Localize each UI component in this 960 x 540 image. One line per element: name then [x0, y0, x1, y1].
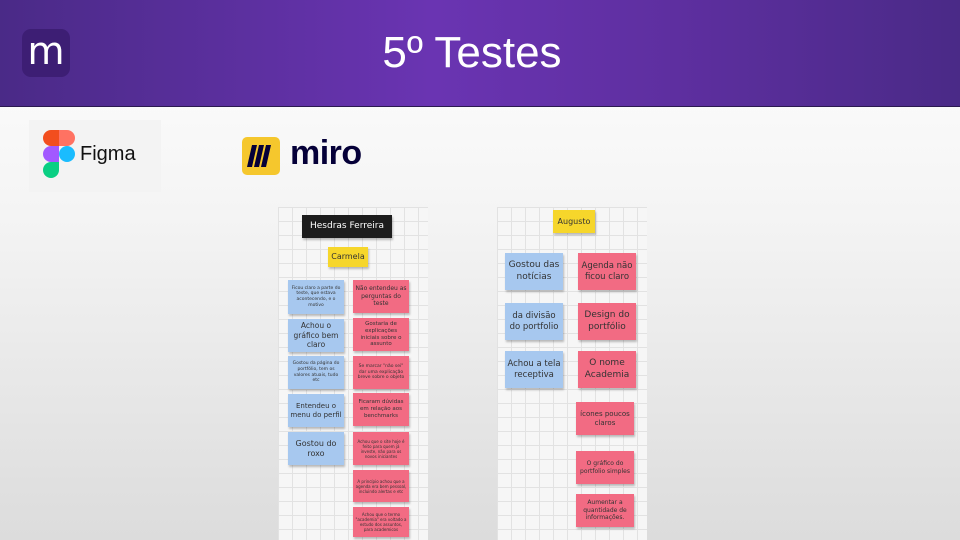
sticky-note-pink[interactable]: Não entendeu as perguntas do teste	[353, 280, 409, 313]
miro-label: miro	[290, 134, 362, 172]
sticky-note-blue[interactable]: da divisão do portfolio	[505, 303, 563, 340]
sticky-note-blue[interactable]: Gostou das notícias	[505, 253, 563, 290]
participant-tag: Augusto	[553, 210, 595, 233]
sticky-note-blue[interactable]: Gostou do roxo	[288, 432, 344, 465]
sticky-note-blue[interactable]: Achou a tela receptiva	[505, 351, 563, 388]
miro-board-hesdras[interactable]: Hesdras Ferreira Carmela Ficou claro a p…	[278, 207, 428, 540]
slide-title: 5º Testes	[382, 28, 562, 77]
miro-board-augusto[interactable]: Augusto Gostou das notícias da divisão d…	[497, 207, 647, 540]
board-title-label: Hesdras Ferreira	[302, 215, 392, 238]
figma-label: Figma	[80, 143, 136, 165]
sticky-note-pink[interactable]: Achou que o termo "academia" era voltado…	[353, 507, 409, 537]
sticky-note-pink[interactable]: Gostaria de explicações iniciais sobre o…	[353, 318, 409, 351]
sticky-note-blue[interactable]: Ficou claro a parte do teste, que estava…	[288, 280, 344, 314]
sticky-note-pink[interactable]: Ficaram dúvidas em relação aos benchmark…	[353, 393, 409, 426]
sticky-note-pink[interactable]: A princípio achou que a agenda era bem p…	[353, 470, 409, 502]
sticky-note-blue[interactable]: Entendeu o menu do perfil	[288, 394, 344, 427]
sticky-note-pink[interactable]: O nome Academia	[578, 351, 636, 388]
figma-icon	[43, 130, 75, 178]
sticky-note-pink[interactable]: Design do portfólio	[578, 303, 636, 340]
slide-header: m 5º Testes	[0, 0, 960, 107]
sticky-note-pink[interactable]: ícones poucos claros	[576, 402, 634, 435]
sticky-note-pink[interactable]: O gráfico do portfolio simples	[576, 451, 634, 484]
sticky-note-blue[interactable]: Achou o gráfico bem claro	[288, 319, 344, 352]
sticky-note-blue[interactable]: Gostou da página do portfólio, tem os va…	[288, 356, 344, 389]
app-logo-icon: m	[22, 29, 70, 77]
miro-icon	[242, 137, 280, 175]
figma-logo: Figma	[29, 120, 161, 192]
sticky-note-pink[interactable]: Agenda não ficou claro	[578, 253, 636, 290]
participant-tag: Carmela	[328, 247, 368, 267]
sticky-note-pink[interactable]: Se marcar "não sei" dar uma explicação b…	[353, 356, 409, 389]
sticky-note-pink[interactable]: Aumentar a quantidade de informações.	[576, 494, 634, 527]
sticky-note-pink[interactable]: Achou que o site hoje é feito para quem …	[353, 432, 409, 465]
